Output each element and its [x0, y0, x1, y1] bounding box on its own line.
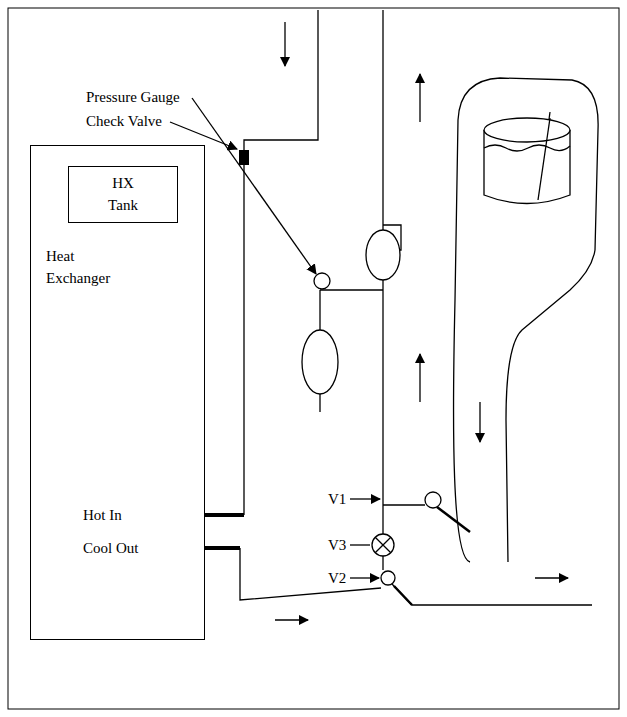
return-pipe	[240, 548, 381, 600]
frame	[8, 8, 619, 709]
valve-label: V3	[327, 536, 347, 554]
flow-arrow	[535, 577, 568, 578]
node-text: Heat Exchanger	[46, 246, 136, 290]
tank-box: HX Tank	[68, 166, 178, 223]
cool-out-port	[205, 546, 240, 550]
part-label: Check Valve	[85, 112, 163, 130]
v2-handle	[394, 586, 412, 605]
pressure-gauge-symbol	[314, 273, 330, 289]
pump-symbol	[366, 230, 400, 280]
v1-handle	[437, 507, 470, 532]
flow-arrow	[419, 74, 420, 122]
v2-valve	[381, 571, 395, 585]
part-label: Hot In	[82, 506, 123, 524]
v3-valve	[372, 534, 394, 556]
flow-arrow	[284, 22, 285, 66]
valve-label: V2	[327, 569, 347, 587]
flow-arrow	[419, 354, 420, 402]
flow-arrow	[275, 619, 308, 620]
valve-label: V1	[327, 490, 347, 508]
tank-stub	[319, 394, 320, 412]
inlet-pipe	[244, 10, 318, 150]
v1-branch	[383, 504, 425, 505]
leader-line	[350, 544, 370, 545]
hose	[454, 78, 599, 562]
gauge-branch	[320, 289, 383, 290]
water-drum	[484, 118, 570, 204]
v3-cross	[375, 537, 391, 553]
tank-branch	[319, 290, 320, 330]
part-label: Pressure Gauge	[85, 88, 181, 106]
hot-in-port	[205, 513, 244, 517]
leader-line	[350, 498, 380, 499]
heat-exchanger-box: Heat Exchanger HX Tank	[30, 145, 205, 640]
check-valve-symbol	[239, 150, 249, 165]
node-text: HX Tank	[98, 173, 148, 217]
part-label: Cool Out	[82, 539, 139, 557]
leader-line	[192, 98, 316, 274]
hot-pipe	[243, 165, 244, 515]
leader-line	[350, 577, 379, 578]
expansion-tank	[302, 330, 338, 394]
outlet-pipe	[392, 584, 592, 605]
flow-arrow	[479, 402, 480, 442]
v1-valve	[425, 492, 441, 508]
